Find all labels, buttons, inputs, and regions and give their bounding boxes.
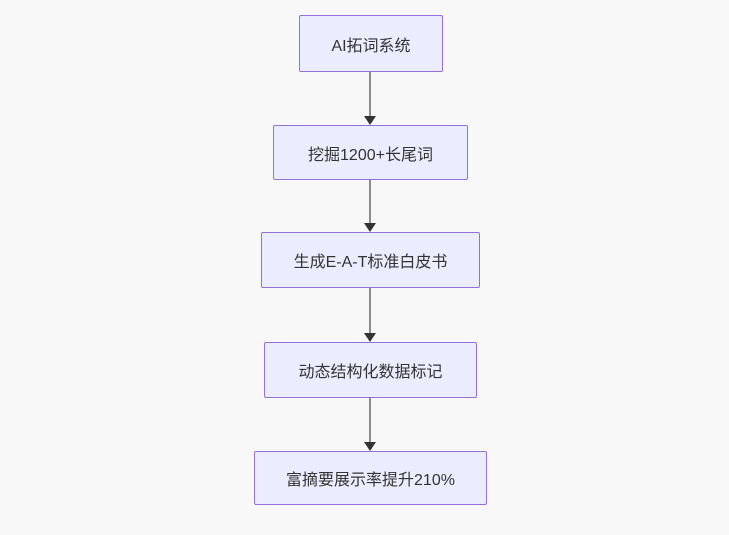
flow-node-longtail-keywords: 挖掘1200+长尾词 xyxy=(273,125,468,180)
flow-node-label: 生成E-A-T标准白皮书 xyxy=(293,254,448,271)
flow-node-label: 挖掘1200+长尾词 xyxy=(308,146,433,164)
flow-node-eat-whitepaper: 生成E-A-T标准白皮书 xyxy=(261,232,480,288)
flow-arrow-down-1 xyxy=(363,72,377,125)
flow-arrow-down-3 xyxy=(363,288,377,342)
flow-node-ai-keyword-system: AI拓词系统 xyxy=(299,15,443,72)
flow-node-label: 富摘要展示率提升210% xyxy=(286,472,455,489)
flow-arrow-down-4 xyxy=(363,398,377,451)
flow-arrow-down-2 xyxy=(363,180,377,232)
flow-node-structured-data-markup: 动态结构化数据标记 xyxy=(264,342,477,398)
flow-node-rich-snippet-result: 富摘要展示率提升210% xyxy=(254,451,487,505)
flow-node-label: AI拓词系统 xyxy=(331,37,411,55)
flow-node-label: 动态结构化数据标记 xyxy=(298,364,443,381)
